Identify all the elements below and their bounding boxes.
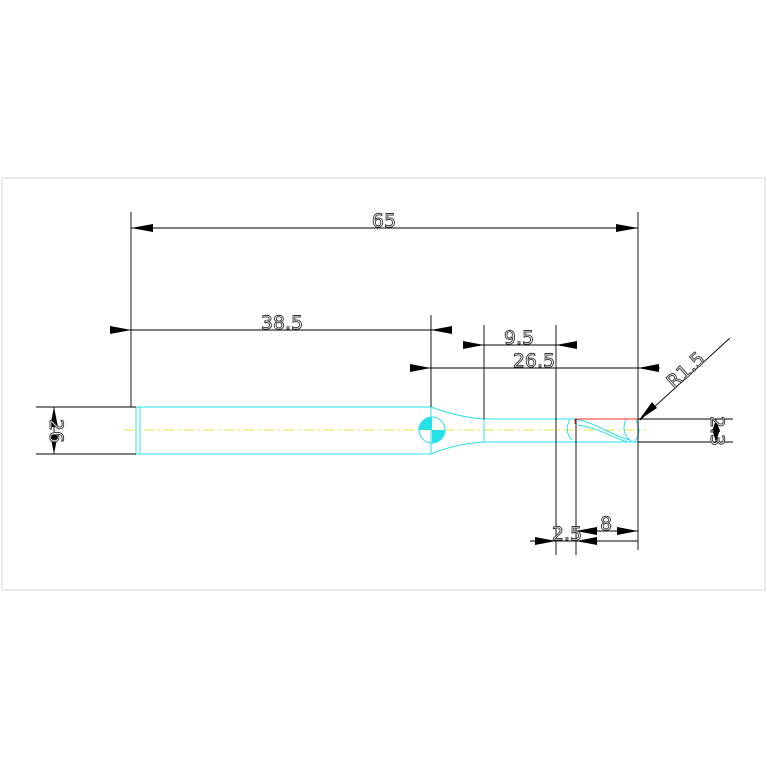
dim-text-shank-length: 38.5 <box>261 312 303 334</box>
neck-taper-bottom <box>430 441 485 455</box>
dim-step-bottom: 2.5 8 <box>530 513 638 545</box>
dim-overall-length: 65 <box>131 210 638 232</box>
center-mark-quadrant <box>432 430 445 443</box>
extension-lines <box>36 212 733 555</box>
neck-taper-top <box>430 406 485 420</box>
center-mark-quadrant-2 <box>419 417 432 430</box>
dim-text-neck-length: 26.5 <box>513 350 555 372</box>
dim-shank-length: 38.5 <box>110 312 452 334</box>
dim-neck-length: 26.5 <box>410 350 660 372</box>
flute-helix-a <box>574 418 631 441</box>
dim-text-tip-diameter: 2.3 <box>706 416 728 446</box>
dim-text-step-b: 8 <box>600 513 612 535</box>
dim-text-overall-length: 65 <box>372 210 396 232</box>
dim-text-step-a: 2.5 <box>552 523 582 545</box>
flute-start-curve <box>566 419 573 441</box>
flute-helix-b <box>577 424 629 443</box>
dim-flute-section: 9.5 <box>463 327 577 349</box>
dim-text-flute-section: 9.5 <box>504 327 534 349</box>
dim-shank-diameter: 26 <box>45 407 67 454</box>
dim-text-shank-diameter: 26 <box>45 419 67 443</box>
part-outline <box>135 406 640 455</box>
drawing-frame <box>1 177 766 591</box>
tip-radius-arc <box>633 419 640 443</box>
flute-end-curve <box>623 419 633 443</box>
shank-body <box>135 406 432 455</box>
dim-tip-diameter: 2.3 <box>706 415 729 446</box>
